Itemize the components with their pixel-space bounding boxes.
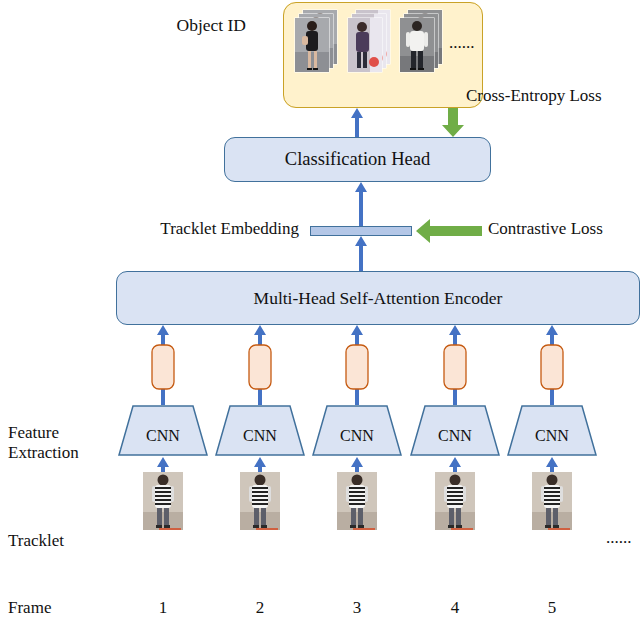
cnn-block: CNN: [215, 405, 305, 456]
input-arrow: [351, 457, 363, 472]
node-text: CNN: [243, 427, 277, 445]
cnn-trapezoid-shape: [119, 406, 207, 455]
node-text: CNN: [535, 427, 569, 445]
node-text: Object ID: [177, 15, 247, 35]
id-stack: [295, 10, 338, 73]
flow-arrow: [442, 108, 464, 137]
flow-arrow: [351, 108, 363, 137]
feature-token: [249, 345, 271, 389]
id-stack: [348, 10, 391, 73]
node-text: CNN: [146, 427, 180, 445]
ellipsis: ......: [606, 528, 632, 548]
flow-arrow: [355, 236, 367, 271]
cnn-trapezoid-shape: [313, 406, 401, 455]
node-text: Multi-Head Self-Attention Encoder: [254, 288, 503, 308]
process-box: Classification Head: [224, 137, 491, 182]
input-arrows: [157, 457, 558, 472]
embedding-bar: Tracklet Embedding: [310, 226, 412, 236]
tracklet-frame: [240, 472, 280, 530]
encoder-box: Multi-Head Self-Attention Encoder: [116, 271, 640, 325]
cnn-trapezoid-shape: [411, 406, 499, 455]
node-text: ......: [449, 33, 475, 53]
cnn-trapezoid-shape: [508, 406, 596, 455]
person-photo: [400, 18, 434, 72]
cnn-trapezoid-shape: [216, 406, 304, 455]
id-panel-fill: [283, 2, 483, 108]
input-arrow: [449, 457, 461, 472]
person-photo: [295, 18, 329, 72]
node-text: Tracklet Embedding: [160, 219, 299, 239]
frame-number: 2: [240, 598, 280, 618]
photo-frame: [295, 18, 330, 73]
frame-number: 4: [435, 598, 475, 618]
input-arrow: [546, 457, 558, 472]
photo-frame: [348, 18, 383, 73]
frame-number: 5: [532, 598, 572, 618]
row-label: Feature Extraction: [8, 423, 108, 462]
output-panel: Object ID......: [283, 2, 483, 108]
feature-token: [444, 345, 466, 389]
flow-arrow: [355, 182, 367, 226]
cnn-block: CNN: [312, 405, 402, 456]
feature-token: [541, 345, 563, 389]
id-stack: [400, 10, 443, 73]
edge-label: Cross-Entropy Loss: [466, 86, 602, 106]
frame-number: 1: [143, 598, 183, 618]
tracklet-frame: [435, 472, 475, 530]
feature-token: [152, 345, 174, 389]
frame-number: 3: [337, 598, 377, 618]
row-label: Frame: [8, 598, 51, 618]
loss-arrow: [416, 219, 482, 243]
loss-label: Contrastive Loss: [488, 219, 603, 239]
photo-frame: [400, 18, 435, 73]
tracklet-frame: [337, 472, 377, 530]
input-arrow: [254, 457, 266, 472]
cnn-block: CNN: [410, 405, 500, 456]
feature-token: [346, 345, 368, 389]
tracklet-frame: [532, 472, 572, 530]
tracklet-frame: [143, 472, 183, 530]
node-text: CNN: [340, 427, 374, 445]
node-text: CNN: [438, 427, 472, 445]
cnn-block: CNN: [118, 405, 208, 456]
person-photo: [348, 18, 382, 72]
node-text: Classification Head: [285, 149, 430, 170]
input-arrow: [157, 457, 169, 472]
cnn-block: CNN: [507, 405, 597, 456]
row-label: Tracklet: [8, 531, 64, 551]
